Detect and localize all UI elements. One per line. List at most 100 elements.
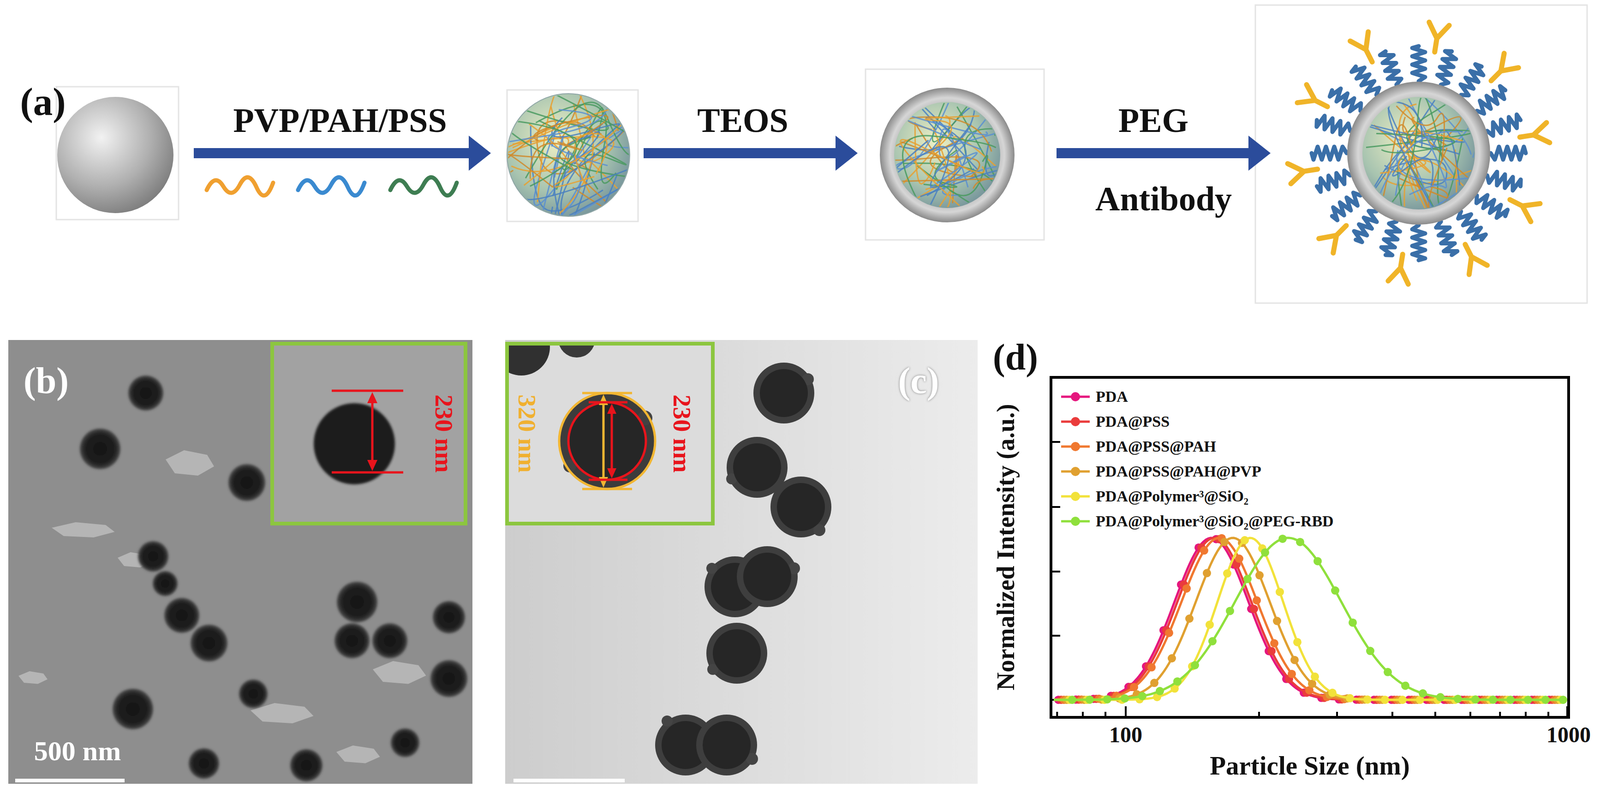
polymer-strand — [1388, 101, 1434, 209]
axis-tick — [1391, 711, 1394, 718]
tem-image — [505, 340, 978, 784]
data-marker — [1155, 686, 1165, 696]
process-arrow — [835, 135, 858, 171]
data-marker — [1202, 568, 1212, 578]
peg-chain — [1379, 49, 1403, 87]
tem-inset — [270, 341, 468, 526]
data-marker — [1120, 694, 1129, 703]
antibody — [1287, 159, 1320, 184]
legend-marker — [1070, 441, 1081, 452]
chart-frame — [1050, 377, 1569, 718]
image-frame — [1255, 5, 1588, 304]
polymer-strand — [900, 139, 985, 210]
polymer-strand — [925, 116, 980, 153]
polymer-chain — [390, 177, 457, 196]
peg-chain — [1328, 190, 1365, 221]
process-arrow — [643, 148, 838, 159]
dimension-marker — [610, 411, 614, 471]
axis-tick — [1434, 711, 1437, 718]
axis-tick — [1050, 634, 1061, 637]
legend-label: PDA@PSS@PAH — [1095, 437, 1217, 456]
data-marker — [1363, 695, 1372, 704]
data-marker — [1200, 546, 1209, 555]
polymer-strand — [1373, 131, 1468, 228]
debris-flake — [51, 522, 115, 538]
data-marker — [1249, 604, 1259, 614]
legend-swatch — [1060, 389, 1091, 404]
core-shell-particle — [736, 546, 800, 608]
legend-swatch — [1060, 464, 1091, 479]
peg-chain — [1434, 219, 1458, 257]
peg-chain — [1314, 113, 1353, 138]
chart-frame — [1050, 377, 1569, 718]
functionalized-particle — [1287, 22, 1550, 285]
data-marker — [1220, 537, 1229, 547]
peg-chain — [1350, 207, 1382, 244]
zoom-inset: 230 nm — [270, 341, 468, 526]
distribution-curve — [1053, 537, 1566, 700]
legend-marker — [1070, 491, 1081, 502]
data-marker — [1129, 683, 1139, 692]
nanoparticle — [372, 623, 408, 659]
scale-bar — [15, 778, 125, 783]
panel-letter: (c) — [898, 359, 940, 402]
data-marker — [1523, 695, 1533, 705]
axis-tick — [1050, 441, 1061, 443]
tem-image — [8, 340, 473, 784]
nanoparticle — [112, 688, 154, 730]
polymer-tangle — [1356, 84, 1508, 242]
process-arrow — [193, 148, 471, 159]
peg-chain — [1311, 146, 1347, 160]
legend-swatch — [1060, 439, 1091, 454]
panel-letter: (d) — [992, 335, 1039, 379]
nanoparticle — [164, 597, 200, 633]
polymer-strand — [932, 87, 998, 142]
peg-chain — [1490, 146, 1526, 160]
debris-flake — [165, 450, 215, 476]
tem-inset — [559, 393, 656, 490]
core-shell-particle — [759, 369, 808, 418]
peg-antibody-corona — [1287, 22, 1550, 285]
functionalized-particle — [1347, 81, 1491, 225]
dimension-marker — [588, 478, 628, 482]
polymer-strand — [504, 121, 577, 187]
tem-image — [8, 340, 473, 784]
data-marker — [1252, 596, 1261, 605]
polymer-tangle — [866, 87, 1001, 216]
polymer-chain — [298, 177, 365, 196]
antibody — [1518, 122, 1550, 148]
legend-label: PDA@Polymer³@SiO₂ — [1095, 487, 1249, 506]
core-shell-particle — [770, 476, 832, 538]
polymer-tangle — [467, 81, 677, 242]
nanoparticle — [188, 748, 220, 779]
axis-title: Normalized Intensity (a.u.) — [991, 404, 1021, 691]
data-marker — [1401, 681, 1410, 690]
data-marker — [1208, 637, 1217, 646]
axis-tick — [1124, 706, 1127, 718]
core-shell-particle — [770, 476, 832, 538]
axis-tick — [1104, 711, 1107, 718]
dimension-label: 320 nm — [512, 394, 542, 473]
axis-tick — [1498, 711, 1501, 718]
polymer-strand — [533, 115, 608, 145]
data-marker — [1488, 695, 1498, 705]
core-shell-particle — [736, 546, 798, 608]
debris-flake — [18, 671, 48, 685]
data-marker — [1147, 663, 1156, 672]
dimension-label: 230 nm — [667, 394, 697, 473]
polymer-chain — [206, 177, 274, 196]
dimension-marker — [582, 392, 633, 395]
axis-tick — [1566, 706, 1569, 718]
peg-chain — [1485, 169, 1523, 193]
debris-flake — [336, 745, 381, 764]
zoom-inset: 320 nm 230 nm — [505, 341, 715, 526]
polymer-strand — [902, 135, 996, 206]
legend-marker — [1070, 392, 1081, 402]
legend-label: PDA@PSS — [1095, 412, 1170, 431]
data-marker — [1345, 694, 1355, 703]
legend-marker — [1070, 466, 1081, 477]
dimension-marker — [602, 403, 605, 479]
data-marker — [1138, 692, 1147, 701]
polymer-chain — [206, 177, 457, 196]
